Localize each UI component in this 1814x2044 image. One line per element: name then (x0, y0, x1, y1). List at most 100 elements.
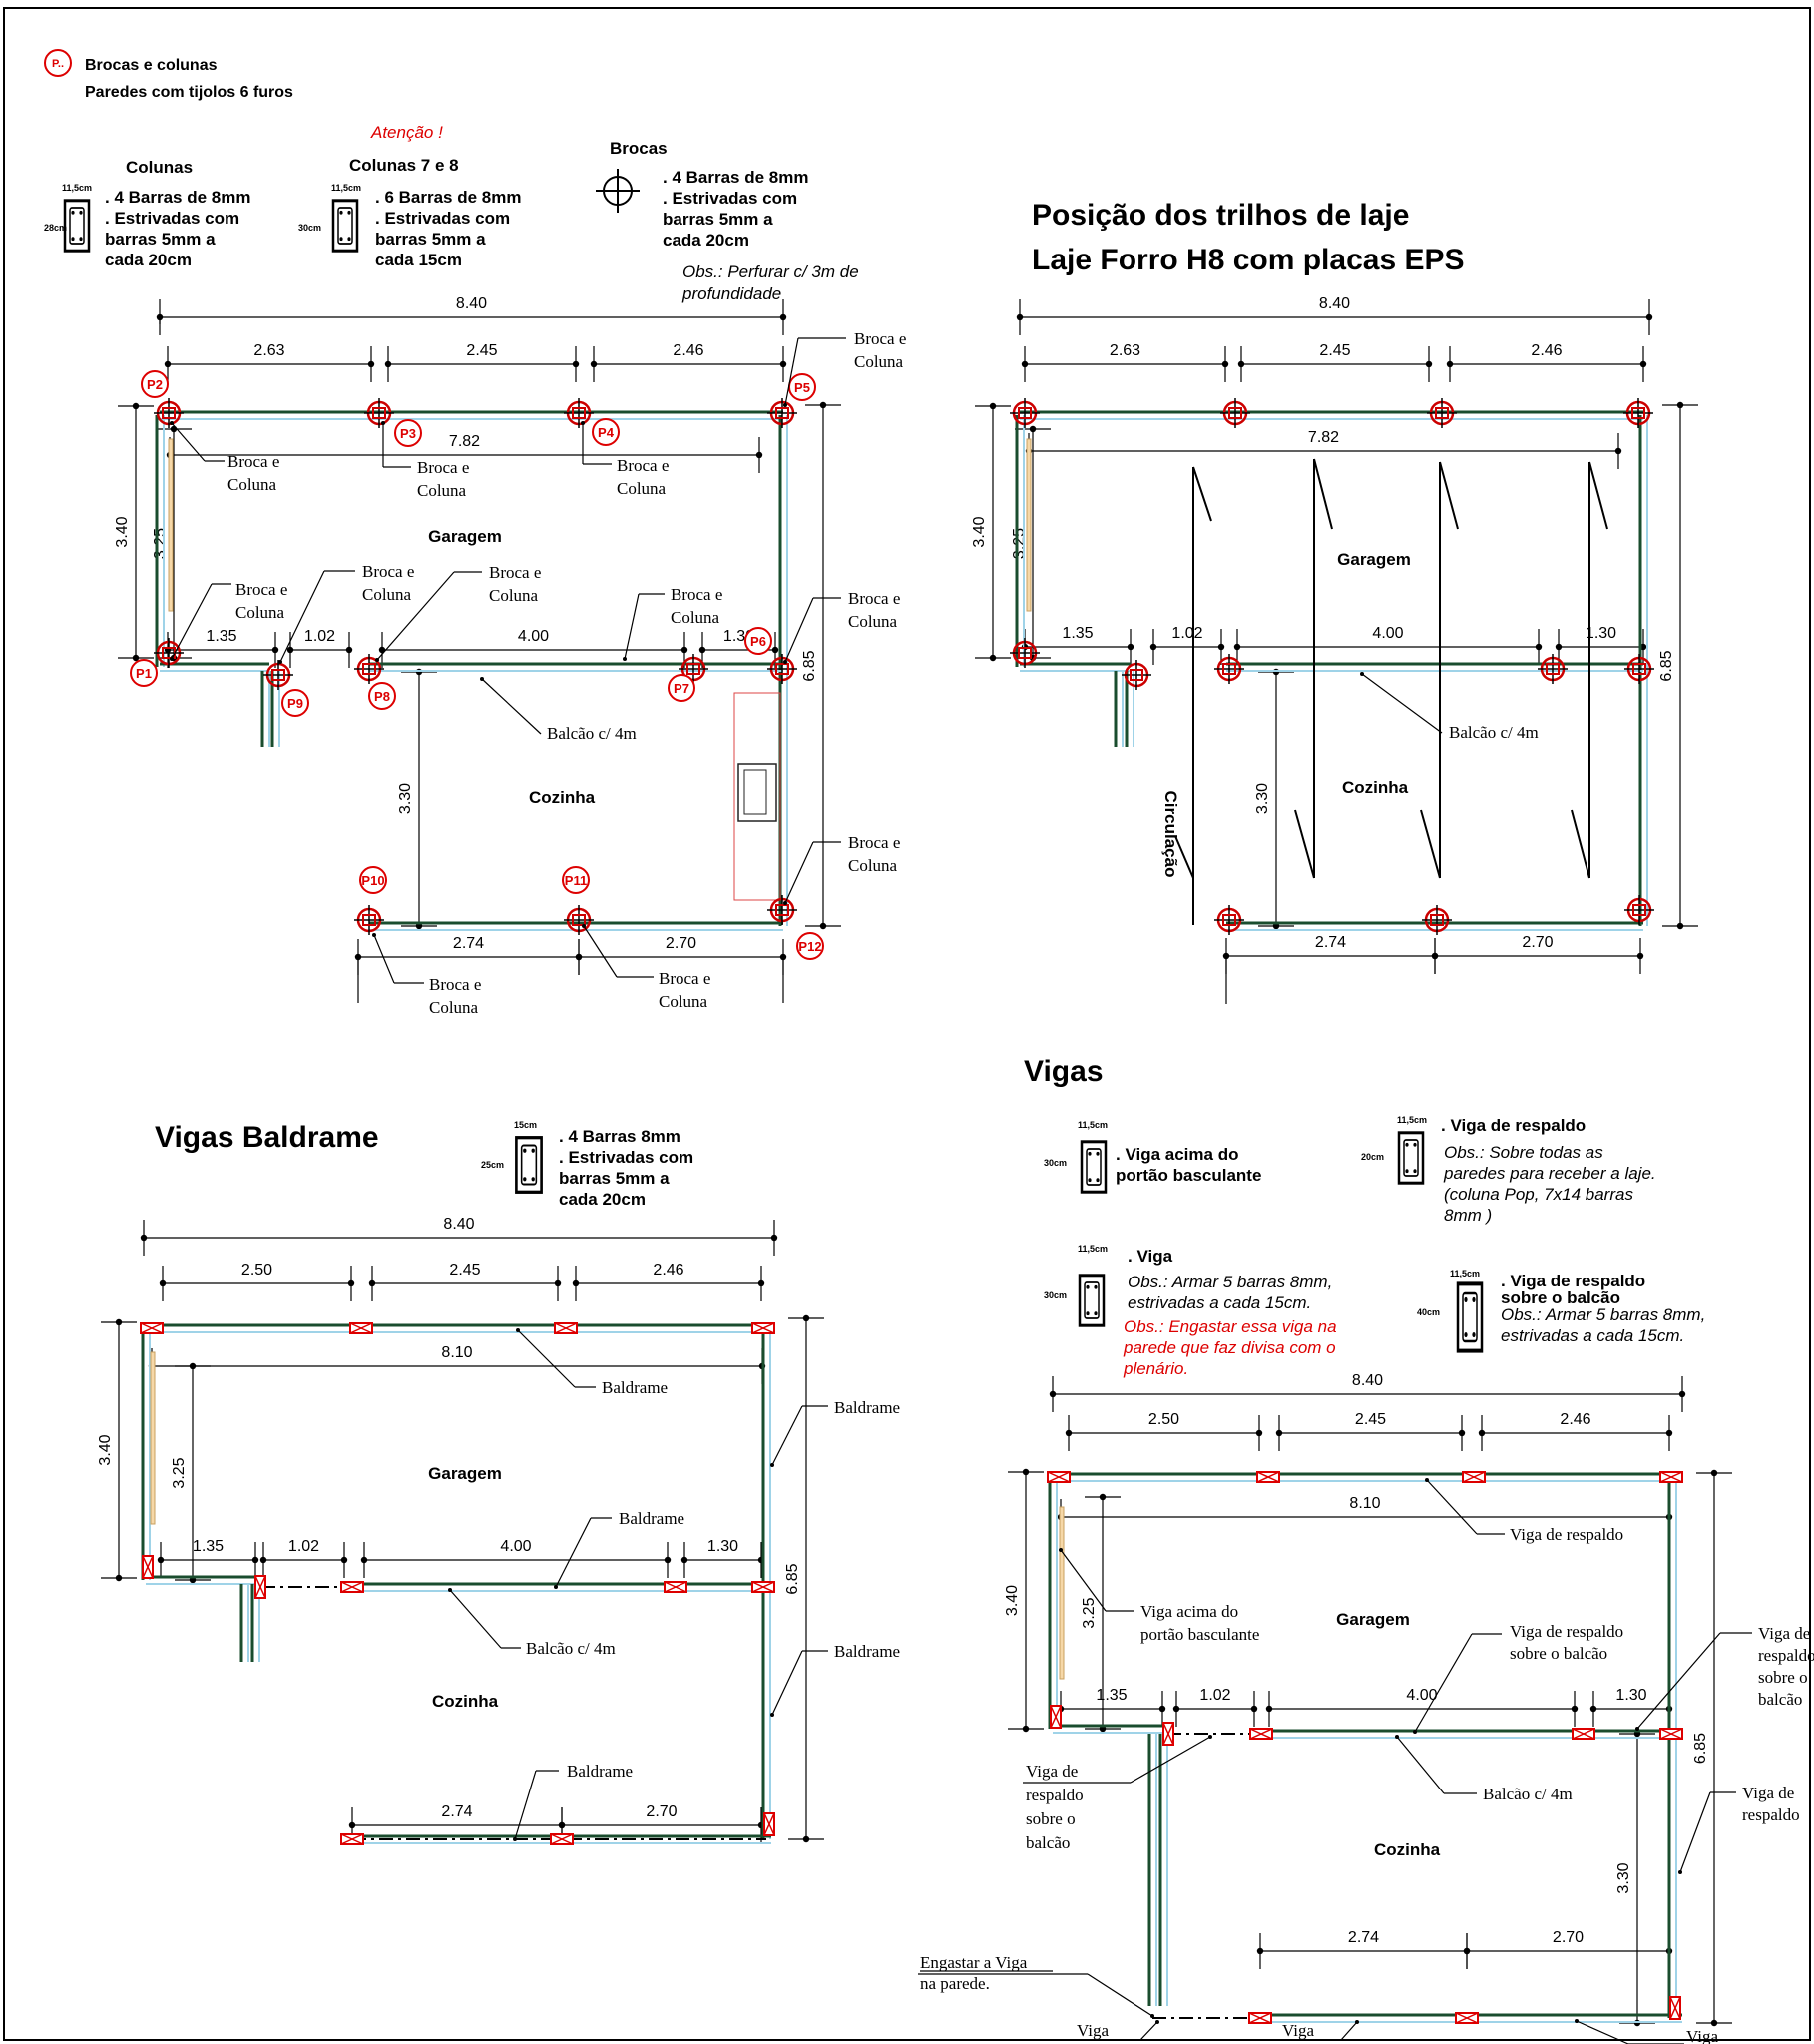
section-dim: 28cm (44, 223, 67, 233)
section-dim: 30cm (1044, 1158, 1067, 1168)
callout-label: Broca e (671, 585, 722, 604)
dimension-value: 2.63 (253, 342, 284, 359)
leader-tip (554, 1585, 558, 1589)
spec-line: . Estrivadas com (105, 209, 239, 228)
column-marker (1621, 396, 1655, 430)
callout-label: Baldrame (834, 1642, 900, 1661)
beam-marker (1659, 1471, 1683, 1483)
column-marker (1536, 652, 1570, 686)
section-symbol (1397, 1131, 1425, 1185)
dimension-value: 6.85 (1658, 650, 1675, 681)
callout-label: Coluna (227, 475, 277, 494)
garage-door-mark (150, 1351, 156, 1525)
slab-rail (1439, 461, 1459, 530)
spec-obs: estrivadas a cada 15cm. (1501, 1326, 1684, 1345)
dimension-value: 2.50 (241, 1262, 272, 1278)
spec-line: . 4 Barras 8mm (559, 1127, 680, 1146)
callout-label: Coluna (848, 856, 898, 875)
section-dim: 15cm (514, 1120, 537, 1130)
spec-warning: Obs.: Engastar essa viga na (1124, 1317, 1337, 1336)
spec-line: . 4 Barras de 8mm (105, 188, 250, 207)
section-symbol (331, 199, 359, 253)
callout-label: Broca e (617, 456, 669, 475)
spec-obs: Obs.: Armar 5 barras 8mm, (1128, 1273, 1332, 1291)
callout-label: Baldrame (567, 1762, 633, 1781)
section-dim: 30cm (298, 223, 321, 233)
dimension-value: 1.30 (707, 1538, 738, 1555)
leader-tip (1395, 1735, 1399, 1739)
beam-marker (1162, 1722, 1174, 1746)
dimension-value: 2.45 (1355, 1411, 1386, 1428)
spec-line: . Viga acima do (1116, 1145, 1238, 1164)
leader-tip (1360, 672, 1364, 676)
column-tag: P7 (674, 681, 689, 696)
leader-tip (1355, 2020, 1359, 2024)
dimension-value: 3.25 (171, 1457, 188, 1488)
leader-line (514, 1770, 537, 1840)
dimension-value: 8.40 (1319, 295, 1350, 312)
dimension-value: 3.25 (152, 528, 169, 559)
section-dim: 20cm (1361, 1152, 1384, 1162)
spec-title: . Viga de respaldo (1441, 1116, 1586, 1135)
leader-line (373, 934, 395, 984)
leader-tip (480, 677, 484, 681)
callout-label: Coluna (417, 481, 467, 500)
dimension-value: 6.85 (784, 1563, 801, 1594)
spec-line: barras 5mm a (559, 1169, 670, 1188)
spec-line: . Estrivadas com (375, 209, 510, 228)
callout-label: Broca e (489, 563, 541, 582)
dimension-value: 2.46 (673, 342, 703, 359)
spec-title: Colunas 7 e 8 (349, 156, 459, 175)
section-symbol (1458, 1283, 1482, 1350)
callout-label: Viga (1077, 2021, 1109, 2040)
dimension-value: 2.74 (441, 1803, 472, 1820)
dimension-value: 2.46 (1531, 342, 1562, 359)
leader-tip (1575, 2019, 1579, 2023)
leader-line (171, 422, 206, 462)
callout-label: Broca e (854, 329, 906, 348)
section-dim: 11,5cm (1078, 1120, 1108, 1130)
beam-marker (751, 1322, 775, 1334)
section-dim: 25cm (481, 1160, 504, 1170)
callout-label: Coluna (659, 992, 708, 1011)
leader-line (1130, 1736, 1211, 1784)
spec-line: . Estrivadas com (559, 1148, 693, 1167)
dimension-value: 4.00 (1372, 625, 1403, 642)
leader-tip (375, 658, 379, 662)
beam-marker (554, 1322, 578, 1334)
column-marker (1425, 396, 1459, 430)
callout-label: Broca e (362, 562, 414, 581)
dimension-value: 4.00 (518, 628, 549, 645)
spec-line: . 6 Barras de 8mm (375, 188, 521, 207)
callout-label: Coluna (489, 586, 539, 605)
garage-door-mark (1026, 438, 1032, 612)
leader-tip (1208, 1735, 1212, 1739)
leader-tip (381, 421, 385, 425)
room-label: Cozinha (529, 788, 596, 807)
leader-line (1426, 1479, 1478, 1535)
column-tag: P11 (565, 873, 587, 888)
dimension-value: 2.74 (1348, 1929, 1379, 1946)
callout-label: Viga de (1026, 1762, 1078, 1781)
beam-marker (1249, 1728, 1273, 1740)
spec-obs: Obs.: Sobre todas as (1444, 1143, 1603, 1162)
callout-label: Coluna (617, 479, 667, 498)
dimension-value: 2.74 (1315, 934, 1346, 951)
spec-obs: estrivadas a cada 15cm. (1128, 1293, 1311, 1312)
spec-title: Colunas (126, 158, 193, 177)
dimension-value: 1.35 (206, 628, 236, 645)
dimension-value: 3.40 (971, 516, 988, 547)
spec-line: cada 20cm (663, 231, 749, 250)
leader-line (517, 1329, 576, 1388)
callout-label: Viga (1282, 2021, 1314, 2040)
leader-line (279, 570, 325, 663)
callout-label: Baldrame (834, 1398, 900, 1417)
callout-label: Viga de (1758, 1624, 1810, 1643)
callout-label: sobre o (1026, 1809, 1076, 1828)
leader-line (771, 1650, 803, 1716)
column-tag: P2 (147, 377, 163, 392)
section-dim: 40cm (1417, 1307, 1440, 1317)
leader-line (1636, 1632, 1721, 1730)
